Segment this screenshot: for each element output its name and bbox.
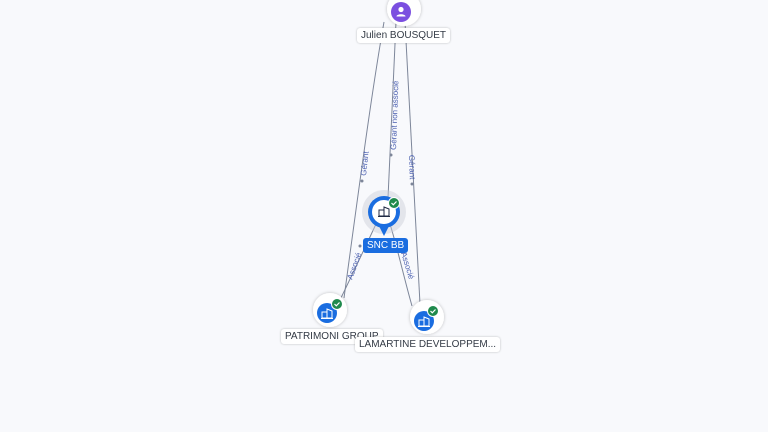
node-label-lamartine[interactable]: LAMARTINE DEVELOPPEM... bbox=[355, 337, 501, 352]
edge-arrow-dot bbox=[358, 244, 362, 248]
edges bbox=[339, 21, 421, 307]
edge-associe-patrimoni[interactable] bbox=[339, 223, 377, 301]
verified-check-icon bbox=[427, 305, 439, 317]
edge-label-gerant-lamartine: Gérant bbox=[407, 155, 417, 181]
company-icon bbox=[321, 308, 333, 319]
company-icon bbox=[418, 316, 430, 327]
edge-arrows bbox=[358, 153, 414, 248]
company-icon bbox=[378, 206, 390, 217]
verified-check-icon bbox=[388, 197, 400, 209]
edge-gerant-non-associe[interactable] bbox=[387, 21, 397, 199]
edge-arrow-dot bbox=[389, 153, 393, 157]
edge-associe-lamartine[interactable] bbox=[389, 223, 413, 307]
node-label-person[interactable]: Julien BOUSQUET bbox=[357, 28, 451, 43]
node-snc-bb[interactable] bbox=[362, 190, 406, 236]
edge-arrow-dot bbox=[360, 179, 364, 183]
edge-arrow-dot bbox=[410, 182, 414, 186]
verified-check-icon bbox=[331, 298, 343, 310]
edge-label-gerant-patrimoni: Gérant bbox=[359, 150, 371, 176]
person-icon bbox=[396, 6, 406, 17]
node-label-snc-bb[interactable]: SNC BB bbox=[363, 238, 409, 253]
edge-gerant-patrimoni[interactable] bbox=[343, 21, 385, 299]
edge-label-gerant-non-associe: Gérant non associé bbox=[389, 80, 400, 150]
edge-gerant-lamartine[interactable] bbox=[404, 21, 421, 305]
node-patrimoni-group[interactable] bbox=[313, 293, 347, 327]
node-person[interactable] bbox=[387, 0, 421, 26]
node-lamartine[interactable] bbox=[410, 300, 444, 334]
